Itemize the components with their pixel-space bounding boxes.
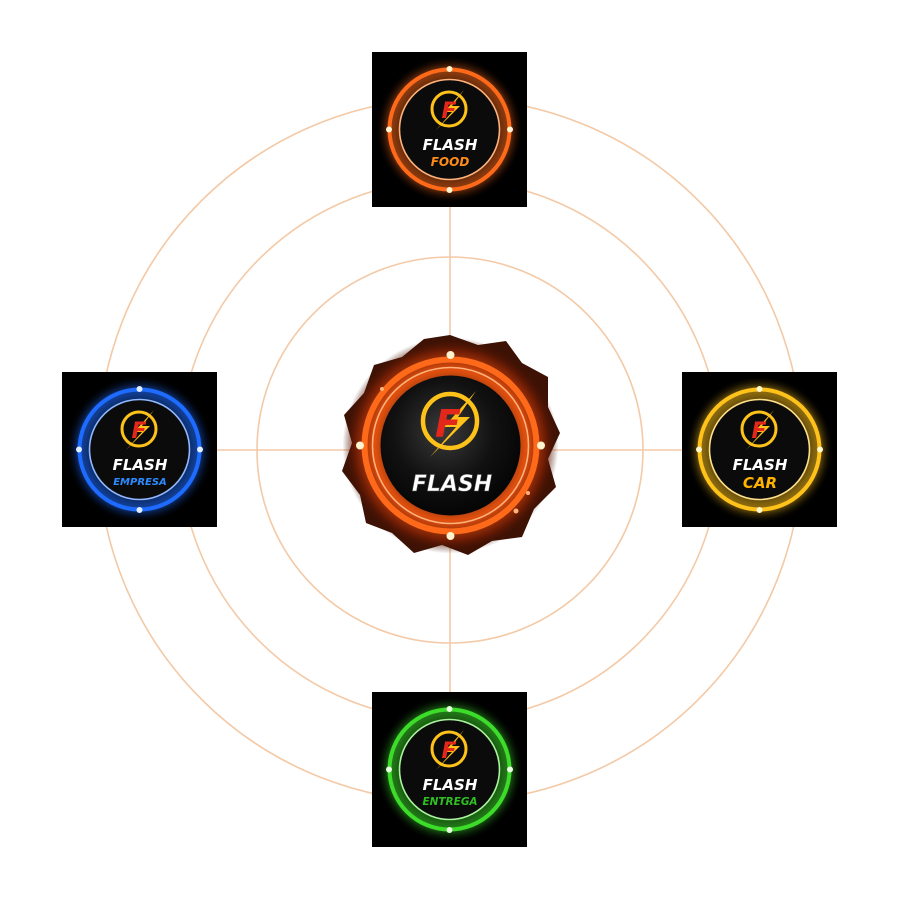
- svg-text:F: F: [131, 419, 146, 444]
- hub-wordmark: FLASH: [412, 472, 492, 497]
- flash-entrega-logo[interactable]: F FLASH ENTREGA: [372, 692, 527, 847]
- wordmark-primary: FLASH: [113, 456, 168, 474]
- lightning-f-icon: F: [120, 410, 158, 450]
- wordmark-primary: FLASH: [423, 776, 478, 794]
- hub-ring-outer: [361, 356, 540, 535]
- wordmark-secondary: EMPRESA: [113, 477, 167, 488]
- wordmark-secondary: FOOD: [431, 155, 470, 169]
- flash-empresa-logo[interactable]: F FLASH EMPRESA: [62, 372, 217, 527]
- hub-core: [380, 375, 521, 516]
- lightning-f-icon: F: [430, 730, 468, 770]
- ring-inner: [708, 398, 811, 501]
- hub-ring-mid: [371, 366, 530, 525]
- svg-text:F: F: [441, 99, 456, 124]
- flash-car-logo[interactable]: F FLASH CAR: [682, 372, 837, 527]
- ring-inner: [398, 718, 501, 821]
- flash-food-logo[interactable]: F FLASH FOOD: [372, 52, 527, 207]
- wordmark-primary: FLASH: [733, 456, 788, 474]
- flash-hub-logo[interactable]: F FLASH: [338, 333, 563, 558]
- svg-text:F: F: [441, 739, 456, 764]
- lightning-f-icon: F: [430, 90, 468, 130]
- wordmark-primary: FLASH: [423, 136, 478, 154]
- ring-inner: [398, 78, 501, 181]
- svg-text:F: F: [435, 402, 461, 446]
- ring-inner: [88, 398, 191, 501]
- lightning-f-icon: F: [420, 391, 480, 457]
- wordmark-secondary: ENTREGA: [422, 796, 477, 808]
- wordmark-secondary: CAR: [743, 474, 777, 492]
- svg-text:F: F: [751, 419, 766, 444]
- lightning-f-icon: F: [740, 410, 778, 450]
